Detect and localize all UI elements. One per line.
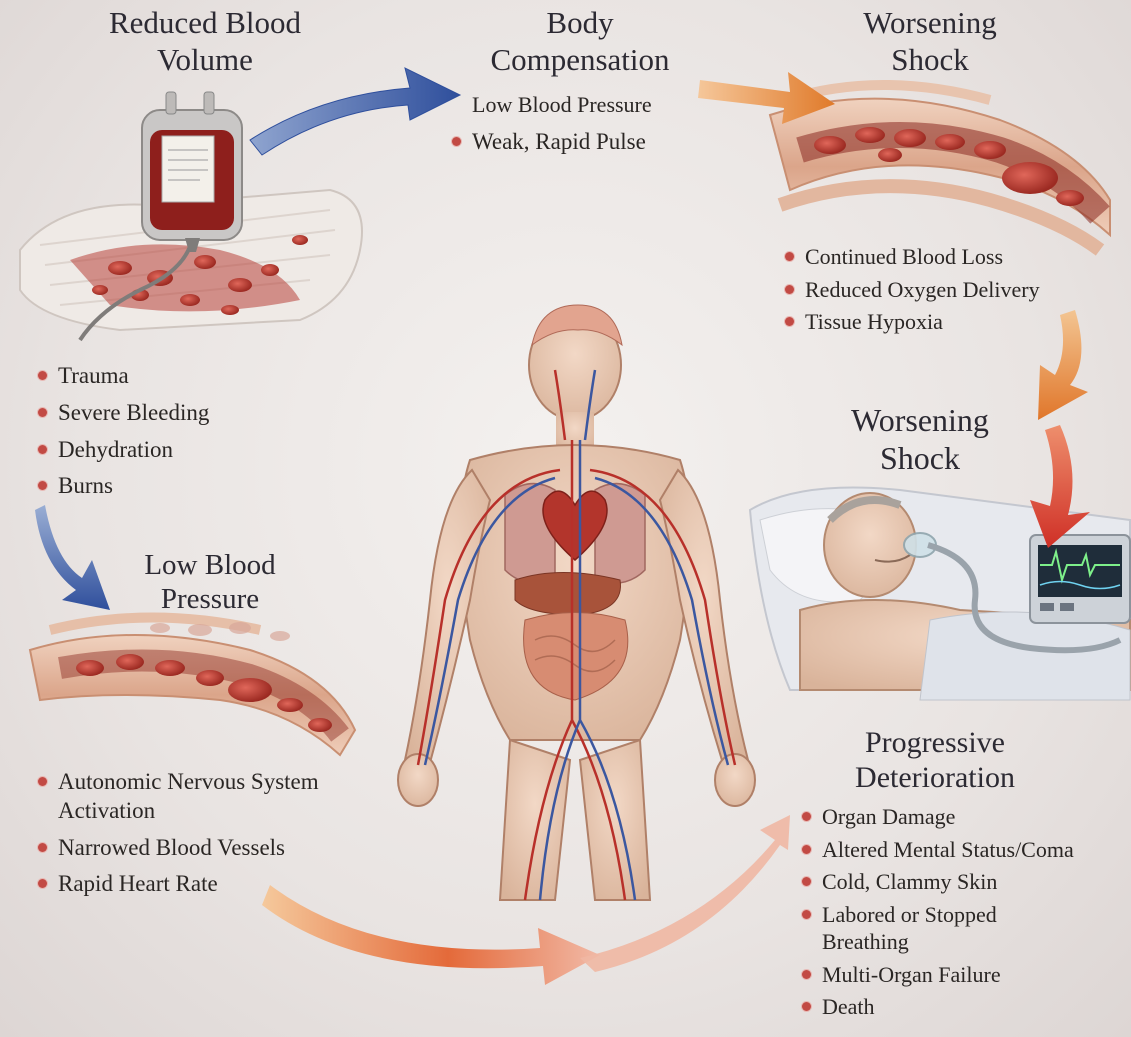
list-item: Tissue Hypoxia (783, 308, 1123, 336)
list-item: Reduced Oxygen Delivery (783, 276, 1123, 304)
list-item: Organ Damage (800, 803, 1130, 831)
list-item: Burns (36, 472, 336, 501)
progressive-deterioration-title: Progressive Deterioration (810, 725, 1060, 796)
list-item: Continued Blood Loss (783, 243, 1123, 271)
list-item: Autonomic Nervous System Activation (36, 768, 346, 826)
title-line: Progressive (810, 725, 1060, 760)
title-line: Body (440, 5, 720, 42)
list-item: Labored or Stopped Breathing (800, 901, 1062, 956)
worsening-shock-title-1: Worsening Shock (800, 5, 1060, 78)
title-line: Reduced Blood (60, 5, 350, 42)
title-line: Worsening (800, 402, 1040, 440)
list-item: Severe Bleeding (36, 399, 336, 428)
list-item: Multi-Organ Failure (800, 961, 1130, 989)
human-circulatory-illustration (398, 305, 755, 900)
body-compensation-list: Weak, Rapid Pulse (450, 128, 730, 165)
worsening-shock-title-2: Worsening Shock (800, 402, 1040, 478)
title-line: Worsening (800, 5, 1060, 42)
list-item: Altered Mental Status/Coma (800, 836, 1130, 864)
constricted-vessel-illustration (770, 85, 1110, 250)
narrowed-vessel-illustration (30, 618, 355, 756)
list-item: Rapid Heart Rate (36, 870, 346, 899)
title-line: Shock (800, 42, 1060, 79)
worsening-shock-list-1: Continued Blood Loss Reduced Oxygen Deli… (783, 243, 1123, 341)
list-item: Weak, Rapid Pulse (450, 128, 730, 157)
body-compensation-first-line: Low Blood Pressure (472, 92, 652, 118)
low-blood-pressure-list: Autonomic Nervous System Activation Narr… (36, 768, 346, 907)
progressive-deterioration-list: Organ Damage Altered Mental Status/Coma … (800, 803, 1130, 1026)
blood-bag-illustration (20, 92, 362, 340)
title-line: Low Blood (90, 548, 330, 582)
list-item: Trauma (36, 362, 336, 391)
title-line: Deterioration (810, 760, 1060, 795)
list-item: Death (800, 993, 1130, 1021)
list-item: Cold, Clammy Skin (800, 868, 1130, 896)
list-item: Narrowed Blood Vessels (36, 834, 346, 863)
low-blood-pressure-title: Low Blood Pressure (90, 548, 330, 616)
title-line: Pressure (90, 582, 330, 616)
reduced-blood-volume-title: Reduced Blood Volume (60, 5, 350, 78)
title-line: Shock (800, 440, 1040, 478)
body-compensation-title: Body Compensation (440, 5, 720, 78)
list-item: Dehydration (36, 436, 336, 465)
title-line: Volume (60, 42, 350, 79)
title-line: Compensation (440, 42, 720, 79)
reduced-blood-volume-list: Trauma Severe Bleeding Dehydration Burns (36, 362, 336, 509)
